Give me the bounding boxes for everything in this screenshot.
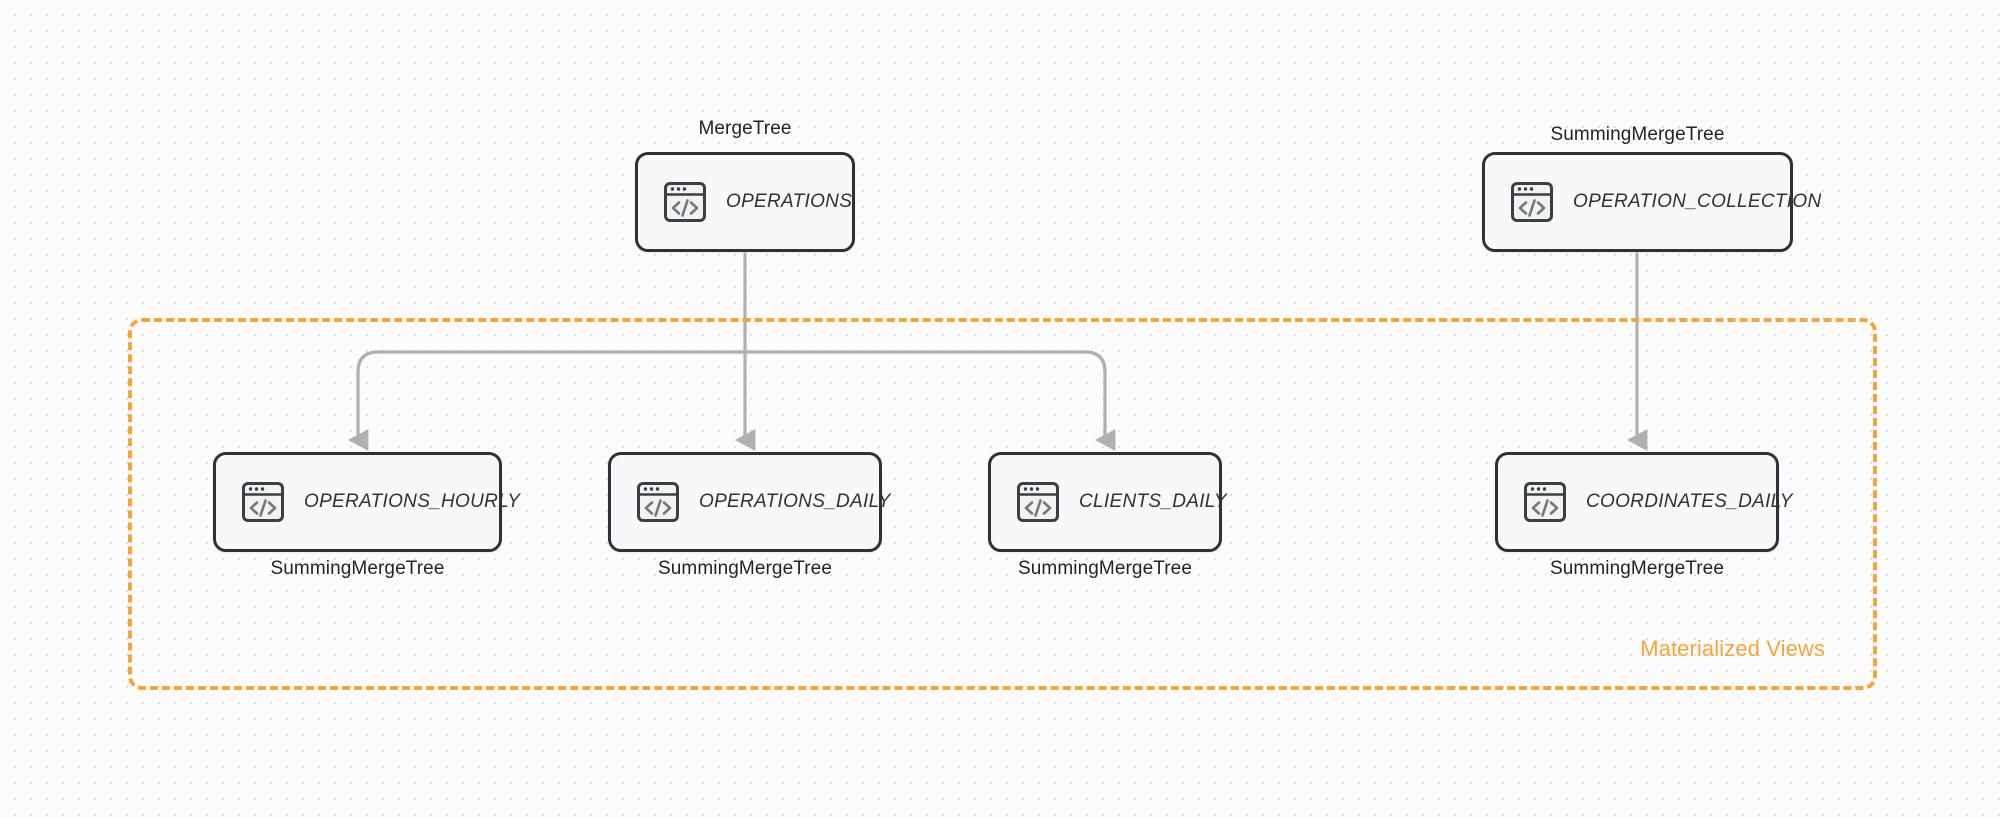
- node-operations-daily[interactable]: OPERATIONS_DAILY: [608, 452, 890, 552]
- node-label: OPERATIONS_HOURLY: [304, 491, 521, 512]
- caption-operations-daily: SummingMergeTree: [657, 558, 833, 579]
- node-operations[interactable]: OPERATIONS: [635, 152, 855, 252]
- node-label: COORDINATES_DAILY: [1586, 491, 1793, 512]
- node-label: OPERATION_COLLECTION: [1573, 191, 1822, 212]
- materialized-views-group: Materialized Views: [128, 318, 1877, 690]
- code-window-icon: [1013, 480, 1063, 524]
- materialized-views-label: Materialized Views: [1640, 636, 1825, 661]
- code-window-icon: [238, 480, 288, 524]
- node-label: CLIENTS_DAILY: [1079, 491, 1227, 512]
- code-window-icon: [633, 480, 683, 524]
- node-clients-daily[interactable]: CLIENTS_DAILY: [988, 452, 1227, 552]
- caption-coordinates-daily: SummingMergeTree: [1549, 558, 1725, 579]
- code-window-icon: [660, 180, 710, 224]
- caption-operations-hourly: SummingMergeTree: [270, 558, 445, 579]
- node-operations-hourly[interactable]: OPERATIONS_HOURLY: [213, 452, 520, 552]
- node-coordinates-daily[interactable]: COORDINATES_DAILY: [1495, 452, 1792, 552]
- caption-clients-daily: SummingMergeTree: [1017, 558, 1193, 579]
- caption-operation-collection: SummingMergeTree: [1550, 124, 1725, 145]
- node-label: OPERATIONS_DAILY: [699, 491, 891, 512]
- caption-operations: MergeTree: [698, 118, 792, 139]
- node-label: OPERATIONS: [726, 191, 853, 212]
- code-window-icon: [1520, 480, 1570, 524]
- code-window-icon: [1507, 180, 1557, 224]
- node-operation-collection[interactable]: OPERATION_COLLECTION: [1482, 152, 1821, 252]
